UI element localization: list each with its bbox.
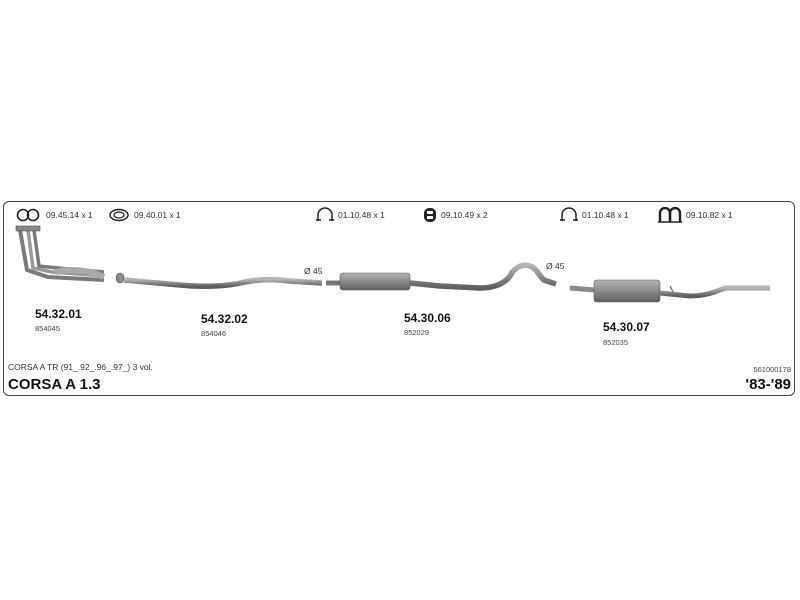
part-ref: 854045 [35,324,61,333]
accessory-item[interactable]: 09.10.82 x 1 [658,206,733,224]
accessory-label: 09.10.82 x 1 [686,210,733,220]
intermediate-pipe-part[interactable] [115,272,323,289]
part-ref: 852035 [603,338,629,347]
hanger-bracket-icon [658,207,682,223]
accessory-label: 09.10.49 x 2 [441,210,488,220]
part-ref: 852029 [404,328,430,337]
model-note: CORSA A TR (91_.92_.96_.97_) 3 vol. [8,362,153,372]
accessory-item[interactable]: 09.40.01 x 1 [108,206,181,224]
accessory-label: 01.10.48 x 1 [582,210,629,220]
part-number[interactable]: 54.30.07 [603,320,650,334]
part-number[interactable]: 54.32.02 [201,312,248,326]
part-number[interactable]: 54.30.06 [404,311,451,325]
diagram-frame [3,201,795,396]
part-ref: 854046 [201,329,227,338]
diameter-label: Ø 45 [546,261,565,271]
model-title: CORSA A 1.3 [8,376,101,393]
accessory-item[interactable]: 09.10.49 x 2 [423,206,488,224]
diameter-label: Ø 45 [304,266,323,276]
sealing-ring-icon [109,208,129,222]
part-number[interactable]: 54.32.01 [35,307,82,321]
u-bolt-clamp-icon [560,207,578,221]
accessory-item[interactable]: 01.10.48 x 1 [560,206,629,224]
middle-silencer-part[interactable] [326,262,557,291]
accessory-item[interactable]: 09.45.14 x 1 [16,206,93,224]
model-years: '83-'89 [745,376,792,393]
accessory-label: 01.10.48 x 1 [338,210,385,220]
front-pipe-part[interactable] [15,225,106,282]
double-ring-gasket-icon [16,208,40,222]
u-bolt-clamp-icon [316,207,334,221]
diagram-code: 561000178 [753,365,791,374]
rear-silencer-part[interactable] [569,279,770,303]
rubber-mount-icon [424,208,436,222]
accessory-label: 09.40.01 x 1 [134,210,181,220]
accessory-label: 09.45.14 x 1 [46,210,93,220]
accessory-item[interactable]: 01.10.48 x 1 [316,206,385,224]
